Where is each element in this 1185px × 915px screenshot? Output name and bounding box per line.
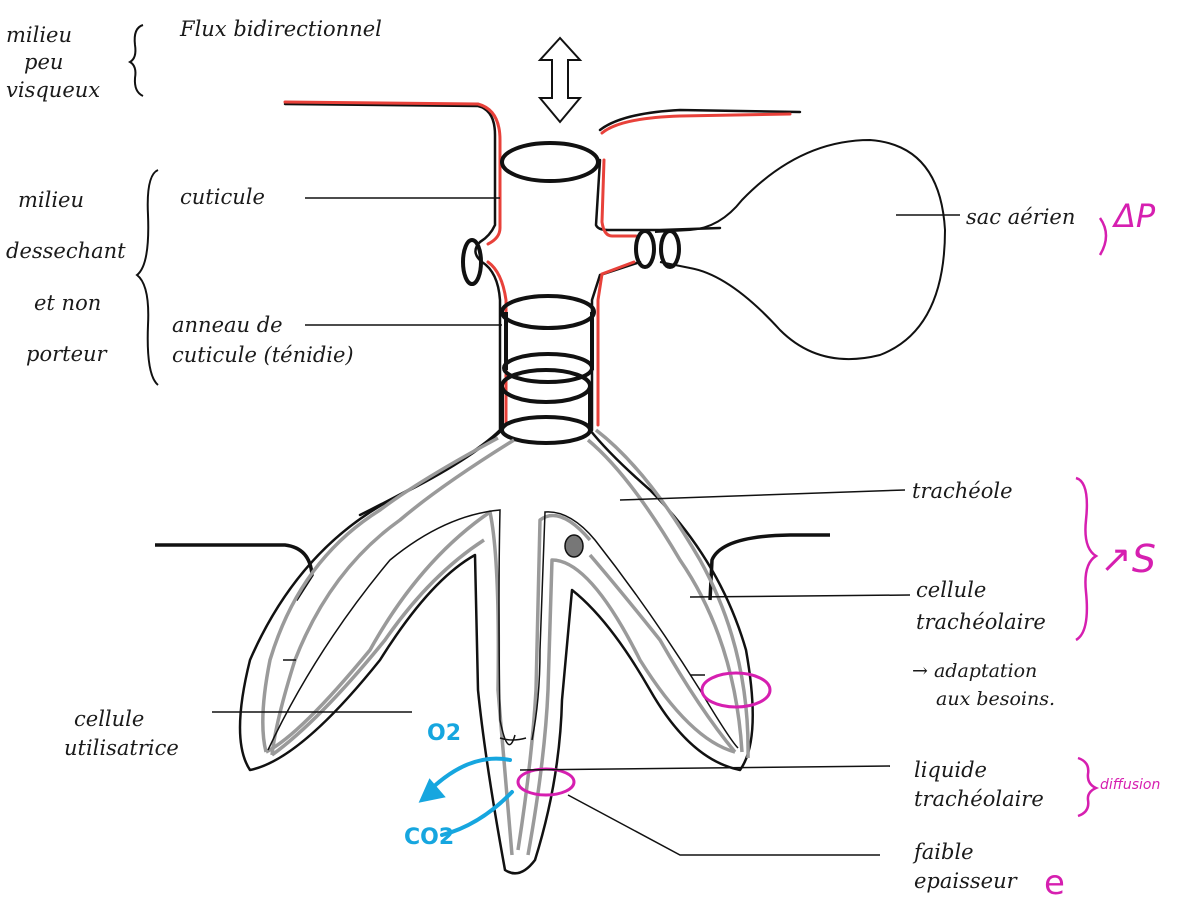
label-milieu-dessechant: milieu dessechant et non porteur: [6, 175, 126, 381]
label-cellule-tracheolaire: cellule trachéolaire: [916, 575, 1046, 638]
bidirectional-flow-arrow-icon: [540, 38, 580, 122]
label-e: e: [1044, 866, 1065, 902]
label-line: faible: [914, 838, 1017, 867]
label-line: liquide: [914, 756, 1044, 785]
label-adaptation: → adaptation aux besoins.: [912, 658, 1055, 713]
label-line: porteur: [6, 329, 126, 380]
label-delta-p: ΔP: [1114, 200, 1155, 234]
tracheolar-cell-membranes: [263, 430, 748, 855]
body-surface-right: [710, 535, 830, 600]
label-line: visqueux: [6, 77, 100, 104]
label-anneau-cuticule: anneau de cuticule (ténidie): [172, 310, 354, 371]
cuticle-lining: [285, 102, 790, 425]
label-line: aux besoins.: [912, 686, 1055, 714]
air-sac: [655, 140, 945, 359]
label-liquide-tracheolaire: liquide trachéolaire: [914, 756, 1044, 815]
label-line: trachéolaire: [914, 785, 1044, 814]
label-line: anneau de: [172, 310, 354, 340]
label-diffusion: diffusion: [1100, 778, 1160, 793]
label-o2: O2: [427, 722, 461, 745]
label-surface-increase: ↗S: [1100, 540, 1156, 580]
label-line: milieu: [6, 175, 126, 226]
label-sac-aerien: sac aérien: [966, 206, 1075, 228]
label-line: trachéolaire: [916, 607, 1046, 639]
label-milieu-peu-visqueux: milieu peu visqueux: [6, 22, 100, 104]
pink-braces: [1076, 218, 1106, 816]
label-line: dessechant: [6, 226, 126, 277]
label-co2: CO2: [404, 826, 454, 849]
gas-exchange-arrows: [422, 759, 512, 835]
leader-lines: [212, 198, 960, 855]
label-flux-bidirectionnel: Flux bidirectionnel: [180, 18, 382, 40]
label-line: peu: [6, 49, 100, 76]
label-line: epaisseur: [914, 867, 1017, 896]
annotation-braces: [130, 25, 158, 385]
label-cuticule: cuticule: [180, 186, 265, 208]
body-wall: [285, 104, 800, 515]
label-line: utilisatrice: [64, 734, 179, 763]
label-line: cuticule (ténidie): [172, 340, 354, 370]
label-cellule-utilisatrice: cellule utilisatrice: [64, 705, 179, 764]
label-line: cellule: [64, 705, 179, 734]
label-line: cellule: [916, 575, 1046, 607]
inner-cell-outline: [268, 510, 738, 750]
label-line: milieu: [6, 22, 100, 49]
label-line: et non: [6, 278, 126, 329]
label-tracheole: trachéole: [912, 480, 1013, 502]
label-faible-epaisseur: faible epaisseur: [914, 838, 1017, 897]
label-line: → adaptation: [912, 658, 1055, 686]
